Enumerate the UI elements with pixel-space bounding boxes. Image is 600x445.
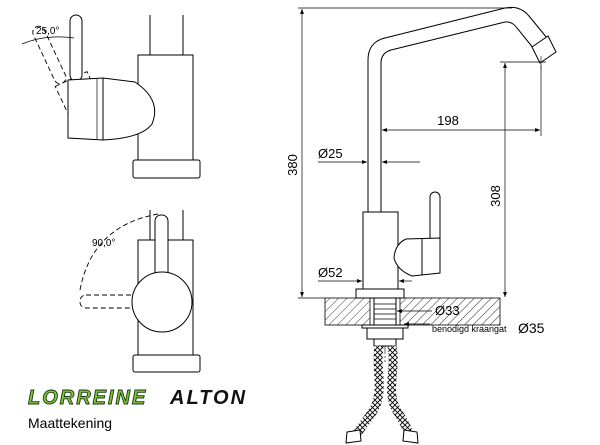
- hose-left-fitting: [345, 429, 362, 444]
- dim-d52-label: Ø52: [318, 265, 343, 280]
- front-base-plate: [132, 354, 201, 373]
- hole-diameter-label: Ø35: [518, 320, 545, 336]
- side-view: 25,0°: [21, 14, 201, 179]
- logo-brand: LORREINE: [28, 387, 147, 409]
- main-lever: [429, 191, 441, 243]
- hose-right-fitting: [402, 429, 419, 444]
- front-lever-dashed: [79, 294, 137, 309]
- front-angle-label: 90,0°: [92, 238, 115, 249]
- logo-model: ALTON: [169, 387, 247, 409]
- logo: LORREINE ALTON: [28, 387, 247, 410]
- dim-380-label: 380: [285, 154, 300, 176]
- main-hub: [393, 237, 441, 277]
- shank-threads: [374, 303, 396, 320]
- spout-nozzle: [531, 35, 557, 64]
- dim-d25-label: Ø25: [318, 146, 343, 161]
- main-elevation: [324, 6, 557, 444]
- front-view: 90,0°: [79, 210, 201, 373]
- main-body: [362, 211, 399, 291]
- dimensions: 380 198 308 Ø25 Ø52 Ø33 benodigd kraanga…: [285, 7, 546, 336]
- dim-308-label: 308: [488, 185, 503, 207]
- spout-outer: [367, 6, 548, 212]
- dim-198-label: 198: [437, 113, 459, 128]
- hose-right: [387, 345, 419, 444]
- countertop-right: [399, 297, 501, 326]
- front-hub: [131, 271, 193, 333]
- main-flange: [355, 288, 405, 299]
- hole-note: benodigd kraangat: [432, 324, 507, 334]
- side-base-plate: [132, 159, 201, 179]
- side-angle-label: 25,0°: [36, 26, 59, 37]
- front-angle-arc: [79, 213, 159, 291]
- mounting-nut: [366, 326, 404, 340]
- caption-subtitle: Maattekening: [28, 415, 112, 431]
- dim-d33-label: Ø33: [435, 303, 460, 318]
- side-angle-arc: [21, 36, 75, 45]
- mounting-washer: [361, 324, 409, 329]
- side-lever: [69, 14, 83, 82]
- spout-inner: [380, 21, 535, 212]
- countertop-left: [324, 297, 371, 326]
- side-hub: [67, 77, 156, 141]
- hose-left: [345, 345, 384, 444]
